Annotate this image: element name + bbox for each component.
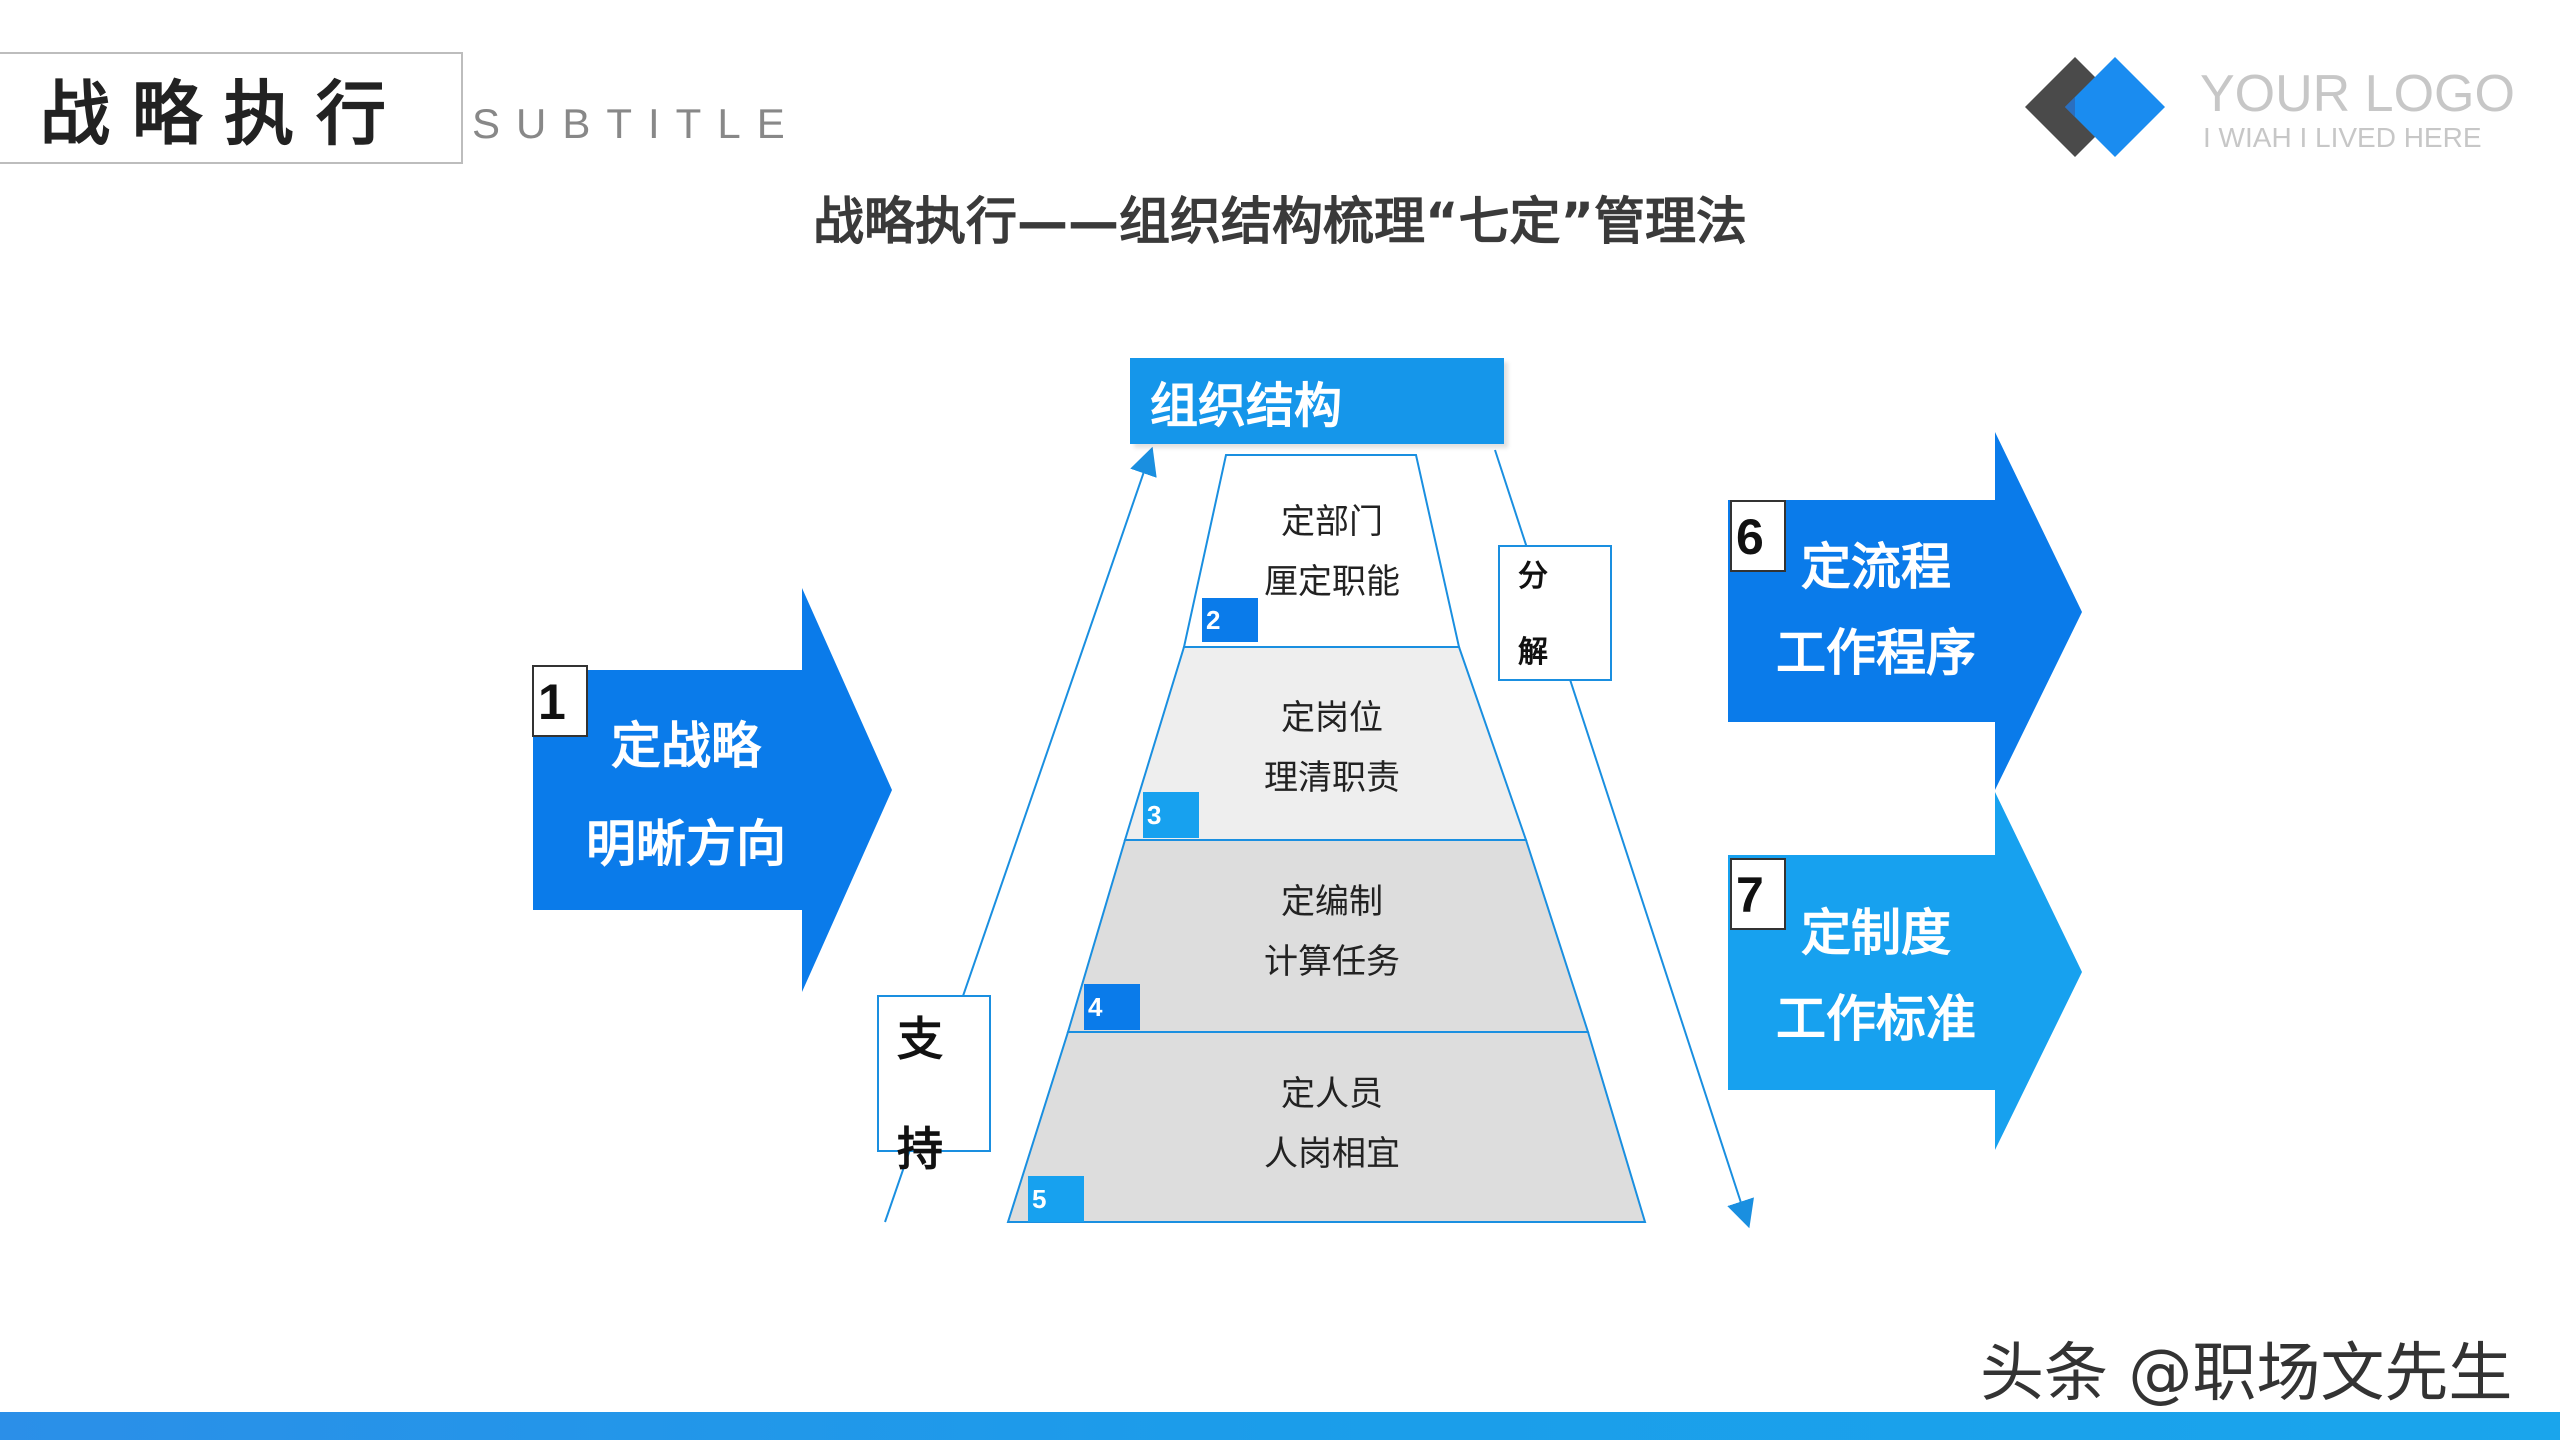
logo-diamond-icon	[2025, 57, 2165, 157]
decompose-char-1: 分	[1518, 559, 1548, 594]
support-label: 支 持	[877, 995, 991, 1176]
step-1-number: 1	[532, 665, 588, 737]
decompose-char-2: 解	[1518, 635, 1548, 670]
level-3-number: 3	[1143, 792, 1199, 838]
pyramid-level-5	[1006, 1031, 1647, 1223]
process-desc: 工作程序	[1776, 624, 1976, 682]
step-6-number: 6	[1730, 500, 1786, 572]
watermark: 头条 @职场文先生	[1980, 1337, 2513, 1411]
support-char-2: 持	[897, 1122, 943, 1176]
step-7-number: 7	[1730, 858, 1786, 930]
system-arrow	[1728, 792, 2082, 1150]
system-title: 定制度	[1801, 904, 1951, 962]
system-arrow-text: 定制度 工作标准	[1716, 890, 2036, 1062]
title-box: 战略执行	[0, 52, 463, 164]
level-3-title: 定岗位	[1281, 698, 1383, 738]
level-4-text: 定编制 计算任务	[1132, 872, 1532, 992]
system-desc: 工作标准	[1776, 990, 1976, 1048]
logo-name: YOUR LOGO	[2200, 65, 2515, 123]
support-char-1: 支	[897, 1012, 943, 1066]
process-arrow-text: 定流程 工作程序	[1716, 524, 2036, 696]
level-5-title: 定人员	[1281, 1074, 1383, 1114]
level-5-number: 5	[1028, 1176, 1084, 1222]
level-4-title: 定编制	[1281, 882, 1383, 922]
level-3-desc: 理清职责	[1264, 758, 1400, 798]
level-2-title: 定部门	[1281, 502, 1383, 542]
main-heading: 战略执行——组织结构梳理“七定”管理法	[812, 193, 1748, 252]
level-4-number: 4	[1084, 984, 1140, 1030]
strategy-arrow-text: 定战略 明晰方向	[526, 697, 846, 893]
strategy-title: 定战略	[611, 717, 761, 775]
level-3-text: 定岗位 理清职责	[1132, 688, 1532, 808]
level-2-text: 定部门 厘定职能	[1132, 492, 1532, 612]
bottom-bar	[0, 1412, 2560, 1440]
logo-tagline: I WIAH I LIVED HERE	[2203, 122, 2482, 153]
process-arrow	[1728, 432, 2082, 790]
process-title: 定流程	[1801, 538, 1951, 596]
page-title: 战略执行	[40, 72, 408, 155]
page-subtitle: SUBTITLE	[472, 100, 801, 147]
org-structure-header: 组织结构	[1130, 358, 1504, 444]
strategy-desc: 明晰方向	[586, 815, 786, 873]
level-4-desc: 计算任务	[1264, 942, 1400, 982]
decompose-label: 分 解	[1498, 545, 1612, 681]
strategy-arrow	[533, 588, 892, 992]
level-5-desc: 人岗相宜	[1264, 1134, 1400, 1174]
level-2-number: 2	[1202, 598, 1258, 642]
level-2-desc: 厘定职能	[1264, 562, 1400, 602]
level-5-text: 定人员 人岗相宜	[1132, 1064, 1532, 1184]
